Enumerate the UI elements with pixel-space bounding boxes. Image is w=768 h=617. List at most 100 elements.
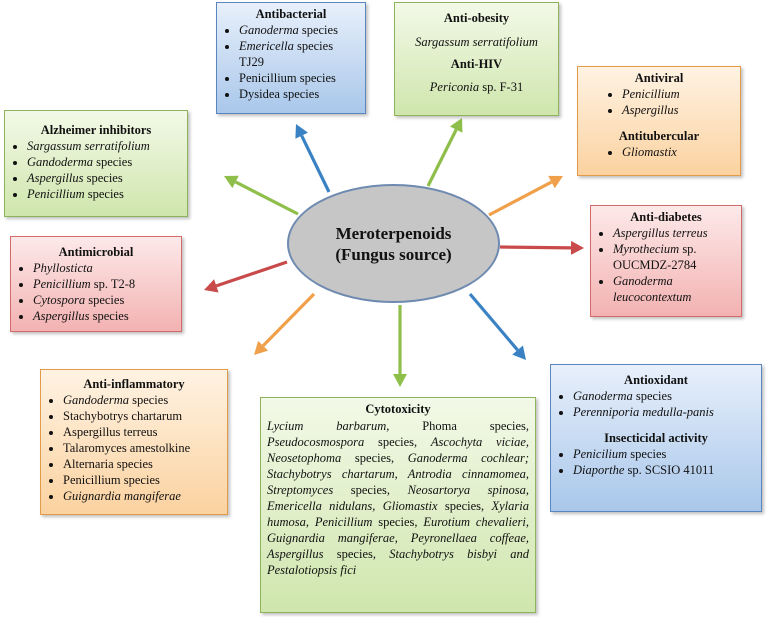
antiinflammatory-item: Stachybotrys chartarum [63, 408, 221, 424]
antibacterial-box: Antibacterial Ganoderma species Emericel… [216, 2, 366, 114]
alzheimer-item-name: Aspergillus [27, 171, 84, 185]
antioxidant-box: Antioxidant Ganoderma species Perennipor… [550, 364, 762, 512]
antiinflammatory-item-rest: Alternaria species [63, 457, 153, 471]
insecticidal-item-name: Penicilium [573, 447, 628, 461]
arrow-to-antioxidant [468, 292, 526, 360]
arrow-to-antimicrobial [204, 260, 288, 293]
insecticidal-title: Insecticidal activity [604, 431, 708, 445]
arrow-head [254, 340, 269, 355]
alzheimer-item-name: Gandoderma [27, 155, 93, 169]
antiobesity-box: Anti-obesity Sargassum serratifolium Ant… [394, 2, 559, 116]
cytotoxicity-box: Cytotoxicity Lycium barbarum, Phoma spec… [260, 397, 536, 613]
arrow-to-antiviral [488, 175, 563, 217]
arrow-to-antibacterial [295, 124, 331, 193]
antimicrobial-item-rest: species [85, 293, 125, 307]
cytotoxicity-species: Stachybotrys bisbyi and Pestalotiopsis f… [267, 547, 529, 577]
arrow-to-alzheimer [224, 175, 299, 216]
center-subtitle: (Fungus source) [335, 244, 452, 264]
cytotoxicity-text-plain: species, [333, 483, 408, 497]
antioxidant-item: Perenniporia medulla-panis [573, 404, 755, 420]
antioxidant-item: Ganoderma species [573, 388, 755, 404]
antidiabetes-item: Myrothecium sp. OUCMDZ-2784 [613, 241, 735, 273]
antiinflammatory-item-rest: Stachybotrys chartarum [63, 409, 183, 423]
antimicrobial-item-name: Cytospora [33, 293, 86, 307]
center-ellipse: Meroterpenoids (Fungus source) [287, 184, 500, 303]
arrow-shaft [499, 245, 572, 250]
arrow-shaft [300, 134, 331, 193]
arrow-head [449, 118, 463, 133]
antibacterial-item: Penicillium species [239, 70, 359, 86]
antiinflammatory-box: Anti-inflammatory Gandoderma species Sta… [40, 369, 228, 515]
antiinflammatory-item-rest: Aspergillus terreus [63, 425, 158, 439]
alzheimer-item-name: Sargassum serratifolium [27, 139, 150, 153]
antimicrobial-item-name: Penicillium [33, 277, 91, 291]
antiinflammatory-item-rest: species [128, 393, 169, 407]
antiinflammatory-item: Alternaria species [63, 456, 221, 472]
antimicrobial-item-name: Aspergillus [33, 309, 90, 323]
antimicrobial-title: Antimicrobial [58, 245, 134, 259]
antimicrobial-item-rest: sp. T2-8 [90, 277, 136, 291]
antidiabetes-item: Ganoderma leucocontextum [613, 273, 735, 305]
antiviral-title: Antiviral [634, 71, 684, 85]
cytotoxicity-text: Lycium barbarum, Phoma species, Pseudoco… [267, 418, 529, 578]
antidiabetes-item-rest: sp. OUCMDZ-2784 [613, 242, 697, 272]
antihiv-item-name: Periconia [429, 80, 480, 94]
cytotoxicity-title: Cytotoxicity [365, 402, 431, 416]
alzheimer-item-rest: species [84, 187, 124, 201]
antibacterial-item-rest: Dysidea species [239, 87, 320, 101]
arrow-shaft [215, 260, 288, 288]
antimicrobial-item: Cytospora species [33, 292, 175, 308]
antitubercular-title: Antitubercular [618, 129, 700, 143]
cytotoxicity-text-plain: species, [372, 515, 424, 529]
antibacterial-title: Antibacterial [255, 7, 327, 21]
cytotoxicity-text-plain: species, [437, 499, 492, 513]
center-title: Meroterpenoids [335, 223, 452, 243]
antibacterial-item: Dysidea species [239, 86, 359, 102]
antimicrobial-item: Phyllosticta [33, 260, 175, 276]
cytotoxicity-text-plain: species, [323, 547, 390, 561]
antibacterial-item-name: Emericella [239, 39, 294, 53]
antiinflammatory-item: Talaromyces amestolkine [63, 440, 221, 456]
arrow-head [570, 240, 584, 255]
antibacterial-item-rest: species [298, 23, 338, 37]
insecticidal-item: Diaporthe sp. SCSIO 41011 [573, 462, 755, 478]
antidiabetes-title: Anti-diabetes [630, 210, 702, 224]
antiinflammatory-item-rest: Penicillium species [63, 473, 160, 487]
antimicrobial-item: Aspergillus species [33, 308, 175, 324]
arrow-shaft [426, 128, 458, 187]
antidiabetes-item-name: Myrothecium [613, 242, 680, 256]
antiviral-box: Antiviral Penicillium Aspergillus Antitu… [577, 66, 741, 176]
antihiv-item: Periconia sp. F-31 [401, 79, 552, 95]
arrow-shaft [234, 180, 299, 216]
cytotoxicity-species: Neosartorya spinosa, Emericella nidulans… [267, 483, 529, 513]
alzheimer-box: Alzheimer inhibitors Sargassum serratifo… [4, 110, 188, 217]
arrow-to-antiinflammatory [254, 292, 316, 355]
antihiv-title: Anti-HIV [450, 57, 503, 71]
arrow-head [224, 175, 239, 189]
antiobesity-item: Sargassum serratifolium [415, 35, 538, 49]
antimicrobial-item: Penicillium sp. T2-8 [33, 276, 175, 292]
antiviral-item: Penicillium [622, 86, 734, 102]
antimicrobial-item-rest: species [89, 309, 129, 323]
arrow-head [295, 124, 308, 139]
arrow-head [204, 279, 219, 293]
alzheimer-item: Penicillium species [27, 186, 181, 202]
arrow-shaft [261, 292, 316, 347]
insecticidal-item: Penicilium species [573, 446, 755, 462]
antidiabetes-item-name: Ganoderma leucocontextum [613, 274, 692, 304]
arrow-shaft [488, 180, 553, 217]
cytotoxicity-species: Ganoderma cochlear; Stachybotrys chartar… [267, 451, 529, 497]
antioxidant-item-name: Perenniporia medulla-panis [573, 405, 714, 419]
arrow-to-antiobesity [426, 118, 463, 187]
antiinflammatory-item: Guignardia mangiferae [63, 488, 221, 504]
cytotoxicity-text-plain: Phoma species, [389, 419, 529, 433]
antiobesity-title: Anti-obesity [443, 11, 510, 25]
antiinflammatory-item: Gandoderma species [63, 392, 221, 408]
alzheimer-item-name: Penicillium [27, 187, 85, 201]
antiinflammatory-item-rest: Talaromyces amestolkine [63, 441, 191, 455]
antihiv-item-rest: sp. F-31 [479, 80, 524, 94]
antimicrobial-item-name: Phyllosticta [33, 261, 93, 275]
cytotoxicity-species: Eurotium chevalieri, Guignardia mangifer… [267, 515, 529, 561]
cytotoxicity-text-plain: species, [364, 435, 431, 449]
